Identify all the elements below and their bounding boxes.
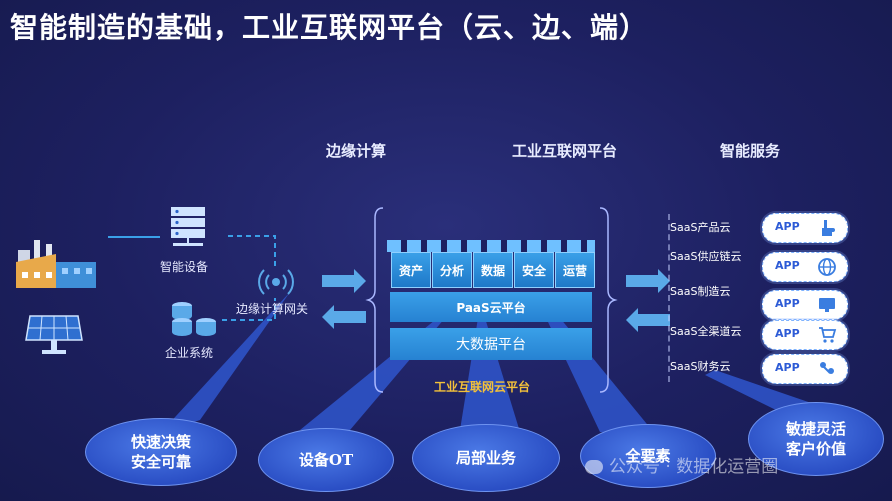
watermark: 公众号 · 数据化运营圈 (585, 452, 778, 477)
bracket-right (599, 207, 618, 393)
saas-label-supply-chain: SaaS供应链云 (670, 250, 742, 263)
bubble-fast-decision: 快速决策 安全可靠 (85, 418, 237, 486)
bubble-local-business: 局部业务 (412, 424, 560, 492)
saas-label-product: SaaS产品云 (670, 221, 731, 234)
section-smart-services: 智能服务 (720, 142, 781, 160)
saas-label-manufacturing: SaaS制造云 (670, 285, 731, 298)
app-label: APP (775, 361, 800, 374)
app-cloud-supply-chain[interactable]: APP (762, 252, 848, 282)
server-icon (171, 207, 205, 246)
arrow-left-out (322, 305, 366, 329)
solar-panel-icon (25, 315, 83, 354)
globe-icon (818, 258, 836, 276)
app-cloud-finance[interactable]: APP (762, 354, 848, 384)
app-cloud-omnichannel[interactable]: APP (762, 320, 848, 350)
app-label: APP (775, 259, 800, 272)
bigdata-platform-bar: 大数据平台 (390, 328, 592, 360)
wechat-icon (585, 460, 603, 474)
tile-operation: 运营 (555, 252, 595, 288)
monitor-icon (819, 298, 835, 312)
arrow-right-in (322, 269, 366, 293)
section-edge-computing: 边缘计算 (326, 142, 387, 160)
saas-label-omnichannel: SaaS全渠道云 (670, 325, 742, 338)
tile-asset: 资产 (391, 252, 431, 288)
arrow-right-services (626, 269, 670, 293)
saas-label-finance: SaaS财务云 (670, 360, 731, 373)
app-label: APP (775, 297, 800, 310)
edge-gateway-label: 边缘计算网关 (236, 302, 309, 316)
bubble-equipment-ot: 设备OT (258, 428, 394, 492)
paas-cloud-bar: PaaS云平台 (390, 292, 592, 322)
database-icon (172, 302, 216, 336)
people-icon (820, 362, 834, 374)
app-label: APP (775, 327, 800, 340)
platform-caption: 工业互联网云平台 (434, 380, 531, 394)
section-platform: 工业互联网平台 (512, 142, 618, 160)
hand-icon (822, 220, 835, 236)
app-label: APP (775, 220, 800, 233)
smart-device-label: 智能设备 (160, 260, 209, 274)
tile-security: 安全 (514, 252, 554, 288)
factory-icon (16, 240, 96, 288)
bubble-agile-value: 敏捷灵活 客户价值 (748, 402, 884, 476)
app-cloud-product[interactable]: APP (762, 213, 848, 243)
saas-dashed-line (668, 214, 672, 382)
tile-analysis: 分析 (432, 252, 472, 288)
line-device-gateway (228, 235, 276, 270)
tile-data: 数据 (473, 252, 513, 288)
bubble-tail-5 (705, 370, 820, 412)
watermark-text: 公众号 · 数据化运营圈 (609, 457, 779, 477)
line-system-gateway (222, 298, 276, 321)
cart-icon (819, 327, 837, 343)
enterprise-system-label: 企业系统 (165, 346, 214, 360)
app-cloud-manufacturing[interactable]: APP (762, 290, 848, 320)
bracket-left (365, 207, 384, 393)
bubble-all-elements: 全要素 (580, 424, 716, 488)
wireless-gateway-icon (258, 269, 294, 295)
page-title: 智能制造的基础，工业互联网平台（云、边、端） (10, 11, 649, 44)
arrow-left-services (626, 308, 670, 332)
platform-top-crenel (387, 240, 595, 252)
